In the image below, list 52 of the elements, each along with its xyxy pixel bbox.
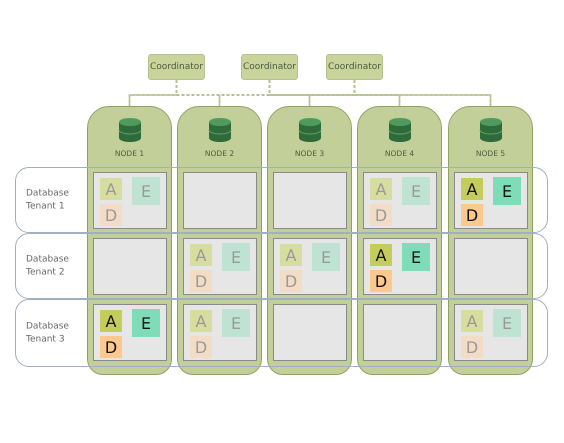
data-cell [363, 172, 437, 229]
replica-tile: E [132, 309, 160, 337]
data-cell [454, 304, 528, 361]
replica-tile: A [461, 310, 483, 332]
replica-tile: D [370, 270, 392, 292]
replica-tile: D [461, 204, 483, 226]
replica-tile: E [222, 243, 250, 271]
coordinator-box: Coordinator [148, 54, 205, 80]
replica-tile: E [222, 309, 250, 337]
data-cell [183, 238, 257, 295]
replica-tile: E [312, 243, 340, 271]
replica-tile: A [190, 310, 212, 332]
data-cell [273, 304, 347, 361]
replica-tile: A [100, 178, 122, 200]
data-cell [273, 238, 347, 295]
data-cell [273, 172, 347, 229]
data-cell [183, 172, 257, 229]
replica-tile: D [280, 270, 302, 292]
replica-tile: D [100, 336, 122, 358]
data-cell [363, 238, 437, 295]
tenant-row [15, 233, 548, 299]
replica-tile: A [100, 310, 122, 332]
replica-tile: D [461, 336, 483, 358]
data-cell [93, 238, 167, 295]
coordinator-box: Coordinator [241, 54, 298, 80]
data-cell [454, 238, 528, 295]
data-cell [93, 172, 167, 229]
coordinator-box: Coordinator [326, 54, 383, 80]
data-cell [454, 172, 528, 229]
tenant-row [15, 167, 548, 233]
replica-tile: A [280, 244, 302, 266]
replica-tile: D [190, 336, 212, 358]
replica-tile: E [493, 309, 521, 337]
replica-tile: A [190, 244, 212, 266]
replica-tile: D [370, 204, 392, 226]
replica-tile: E [132, 177, 160, 205]
tenant-row [15, 299, 548, 367]
replica-tile: D [190, 270, 212, 292]
connector-line [354, 80, 492, 106]
replica-tile: E [402, 243, 430, 271]
replica-tile: D [100, 204, 122, 226]
replica-tile: A [370, 244, 392, 266]
data-cell [183, 304, 257, 361]
replica-tile: E [493, 177, 521, 205]
data-cell [363, 304, 437, 361]
replica-tile: A [370, 178, 392, 200]
replica-tile: A [461, 178, 483, 200]
tenant-label: Database Tenant 3 [26, 320, 70, 346]
replica-tile: E [402, 177, 430, 205]
tenant-label: Database Tenant 2 [26, 253, 70, 279]
tenant-label: Database Tenant 1 [26, 187, 70, 213]
data-cell [93, 304, 167, 361]
